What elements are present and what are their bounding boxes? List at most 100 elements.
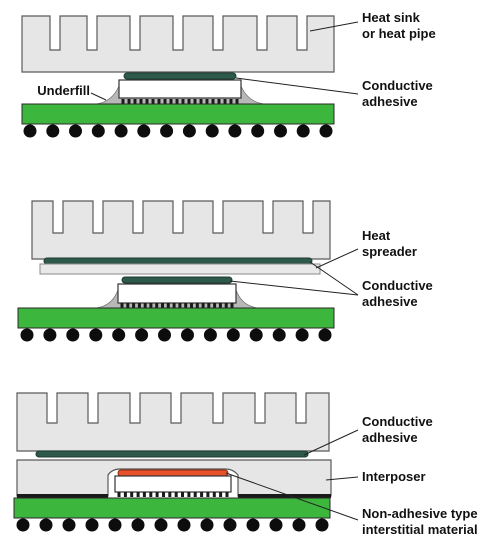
solder-bump bbox=[211, 99, 215, 104]
solder-ball bbox=[131, 518, 145, 532]
solder-bump bbox=[184, 303, 188, 308]
leader-line-heat-sink bbox=[309, 21, 359, 32]
heat-sink bbox=[21, 15, 335, 73]
panel-heat-sink-assembly bbox=[21, 15, 335, 138]
heat-spreader bbox=[39, 263, 321, 275]
solder-bump bbox=[193, 99, 197, 104]
circuit-board bbox=[17, 307, 335, 329]
solder-ball bbox=[46, 124, 60, 138]
solder-ball bbox=[205, 124, 219, 138]
solder-ball bbox=[269, 518, 283, 532]
label-underfill: Underfill bbox=[37, 83, 90, 98]
label-line-2: adhesive bbox=[362, 294, 418, 309]
panel-heat-spreader-assembly bbox=[17, 200, 335, 342]
solder-bump bbox=[130, 492, 134, 497]
conductive-adhesive-layer bbox=[43, 257, 313, 265]
solder-bump bbox=[195, 303, 199, 308]
label-line-2: or heat pipe bbox=[362, 26, 436, 41]
solder-ball bbox=[43, 328, 57, 342]
solder-bump bbox=[229, 99, 233, 104]
solder-ball bbox=[137, 124, 151, 138]
solder-bump bbox=[205, 99, 209, 104]
solder-bump bbox=[225, 492, 229, 497]
solder-bump bbox=[145, 99, 149, 104]
label-heat-spreader: Heat spreader bbox=[362, 228, 417, 259]
solder-ball bbox=[62, 518, 76, 532]
label-line-1: Conductive bbox=[362, 278, 433, 293]
solder-balls bbox=[20, 328, 332, 342]
label-conductive-adhesive: Conductive adhesive bbox=[362, 78, 436, 109]
solder-ball bbox=[89, 328, 103, 342]
interposer-bond-strip-right bbox=[238, 494, 331, 498]
interposer bbox=[16, 459, 332, 497]
solder-bump bbox=[213, 303, 217, 308]
solder-bump bbox=[155, 303, 159, 308]
solder-ball bbox=[23, 124, 37, 138]
interposer-bond-strip-left bbox=[17, 494, 108, 498]
label-conductive-adhesive: Conductive adhesive bbox=[362, 414, 436, 445]
solder-ball bbox=[91, 124, 105, 138]
solder-bump bbox=[200, 492, 204, 497]
solder-bump bbox=[117, 492, 121, 497]
solder-bump bbox=[190, 303, 193, 308]
solder-ball bbox=[319, 124, 333, 138]
circuit-board bbox=[13, 497, 331, 519]
solder-bump bbox=[162, 492, 165, 497]
solder-bump bbox=[206, 492, 210, 497]
solder-ball bbox=[20, 328, 34, 342]
solder-bump bbox=[132, 303, 136, 308]
solder-bump bbox=[161, 303, 164, 308]
leader-line-adhesive bbox=[303, 429, 359, 456]
solder-bump bbox=[149, 492, 153, 497]
solder-ball bbox=[66, 328, 80, 342]
solder-ball bbox=[39, 518, 53, 532]
label-line-2: adhesive bbox=[362, 430, 418, 445]
solder-ball bbox=[315, 518, 329, 532]
solder-ball bbox=[272, 328, 286, 342]
solder-bump bbox=[157, 99, 161, 104]
solder-ball bbox=[114, 124, 128, 138]
solder-bump bbox=[218, 303, 222, 308]
solder-ball bbox=[246, 518, 260, 532]
chip-die bbox=[114, 475, 232, 493]
panel-interposer-assembly bbox=[13, 392, 332, 532]
label-line-1: Non-adhesive type bbox=[362, 506, 478, 521]
solder-bump bbox=[120, 303, 124, 308]
label-heat-sink: Heat sink or heat pipe bbox=[362, 10, 436, 41]
solder-ball bbox=[200, 518, 214, 532]
leader-line-adhesive bbox=[235, 77, 359, 95]
solder-bump bbox=[212, 492, 216, 497]
label-line-2: spreader bbox=[362, 244, 417, 259]
solder-bump bbox=[172, 303, 176, 308]
solder-bump bbox=[123, 492, 127, 497]
solder-bump bbox=[169, 99, 173, 104]
solder-bump bbox=[181, 492, 184, 497]
solder-bump bbox=[207, 303, 211, 308]
solder-ball bbox=[112, 328, 126, 342]
solder-bump bbox=[155, 492, 159, 497]
leader-line-adhesive-bottom bbox=[229, 280, 359, 296]
label-line-2: interstitial material bbox=[362, 522, 478, 537]
solder-bump bbox=[121, 99, 125, 104]
solder-ball bbox=[295, 328, 309, 342]
solder-balls bbox=[23, 124, 333, 138]
solder-bump bbox=[199, 99, 203, 104]
solder-bump bbox=[181, 99, 185, 104]
circuit-board bbox=[21, 103, 335, 125]
solder-bump bbox=[142, 492, 146, 497]
solder-bump bbox=[139, 99, 143, 104]
conductive-adhesive-layer bbox=[35, 450, 309, 458]
solder-bump bbox=[168, 492, 172, 497]
solder-ball bbox=[251, 124, 265, 138]
solder-bump bbox=[201, 303, 205, 308]
solder-ball bbox=[203, 328, 217, 342]
solder-ball bbox=[274, 124, 287, 138]
solder-bump bbox=[187, 492, 191, 497]
solder-ball bbox=[296, 124, 310, 138]
solder-bump bbox=[137, 303, 141, 308]
solder-ball bbox=[182, 124, 196, 138]
solder-ball bbox=[16, 518, 30, 532]
solder-ball bbox=[223, 518, 237, 532]
label-line-1: Conductive bbox=[362, 78, 433, 93]
